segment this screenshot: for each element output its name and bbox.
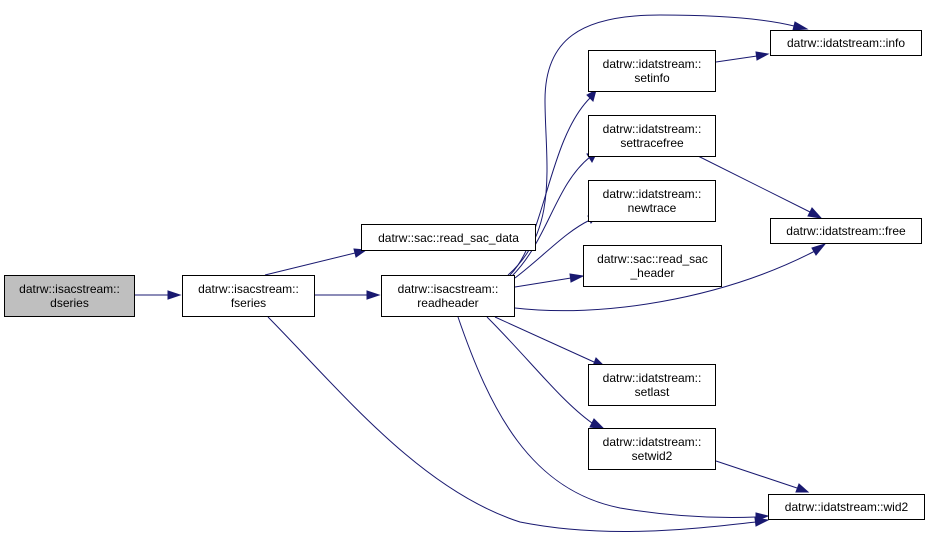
node-readheader[interactable]: datrw::isacstream:: readheader: [381, 275, 515, 317]
edge-fseries-readheader: [315, 290, 381, 300]
node-dseries: datrw::isacstream:: dseries: [4, 275, 135, 317]
node-info[interactable]: datrw::idatstream::info: [770, 30, 922, 56]
node-setlast-line2: setlast: [634, 385, 670, 399]
node-setinfo-line2: setinfo: [634, 71, 670, 85]
node-dseries-line2: dseries: [50, 296, 89, 310]
node-setlast[interactable]: datrw::idatstream:: setlast: [588, 364, 716, 406]
edge-setinfo-info: [715, 51, 770, 63]
node-read-sac-header-line1: datrw::sac::read_sac: [597, 252, 708, 266]
node-dseries-line1: datrw::isacstream::: [19, 282, 120, 296]
node-free-line1: datrw::idatstream::free: [786, 224, 906, 238]
node-wid2-line1: datrw::idatstream::wid2: [784, 500, 909, 514]
node-newtrace-line2: newtrace: [627, 201, 677, 215]
node-read-sac-data[interactable]: datrw::sac::read_sac_data: [361, 224, 536, 251]
node-read-sac-data-line1: datrw::sac::read_sac_data: [378, 230, 519, 245]
edge-readheader-free: [514, 243, 827, 312]
node-info-line1: datrw::idatstream::info: [786, 36, 906, 50]
node-wid2[interactable]: datrw::idatstream::wid2: [768, 494, 925, 520]
node-newtrace[interactable]: datrw::idatstream:: newtrace: [588, 180, 716, 222]
node-setinfo[interactable]: datrw::idatstream:: setinfo: [588, 50, 716, 92]
node-setwid2-line1: datrw::idatstream::: [602, 435, 702, 449]
node-fseries-line1: datrw::isacstream::: [198, 282, 299, 296]
node-read-sac-header-line2: _header: [630, 266, 675, 280]
node-fseries-line2: fseries: [230, 296, 267, 310]
node-readheader-line1: datrw::isacstream::: [397, 282, 499, 296]
edge-dseries-fseries: [135, 290, 182, 300]
node-setwid2-line2: setwid2: [631, 449, 673, 463]
node-setlast-line1: datrw::idatstream::: [602, 371, 702, 385]
edge-readheader-setinfo: [509, 88, 597, 276]
node-settracefree-line1: datrw::idatstream::: [602, 122, 702, 136]
edge-readheader-read-sac-header: [514, 273, 585, 288]
edge-settracefree-free: [695, 154, 823, 219]
node-free[interactable]: datrw::idatstream::free: [770, 218, 922, 244]
node-setwid2[interactable]: datrw::idatstream:: setwid2: [588, 428, 716, 470]
node-settracefree[interactable]: datrw::idatstream:: settracefree: [588, 115, 716, 157]
node-setinfo-line1: datrw::idatstream::: [602, 57, 702, 71]
node-fseries[interactable]: datrw::isacstream:: fseries: [182, 275, 315, 317]
node-newtrace-line1: datrw::idatstream::: [602, 187, 702, 201]
edge-readheader-setwid2: [486, 316, 606, 430]
edge-readheader-wid2: [457, 316, 770, 522]
node-read-sac-header[interactable]: datrw::sac::read_sac _header: [583, 245, 722, 287]
node-readheader-line2: readheader: [417, 296, 479, 310]
edge-setwid2-wid2: [715, 460, 810, 493]
edge-readheader-info: [507, 14, 809, 276]
edge-fseries-read-sac-data: [264, 248, 368, 276]
node-settracefree-line2: settracefree: [620, 136, 684, 150]
